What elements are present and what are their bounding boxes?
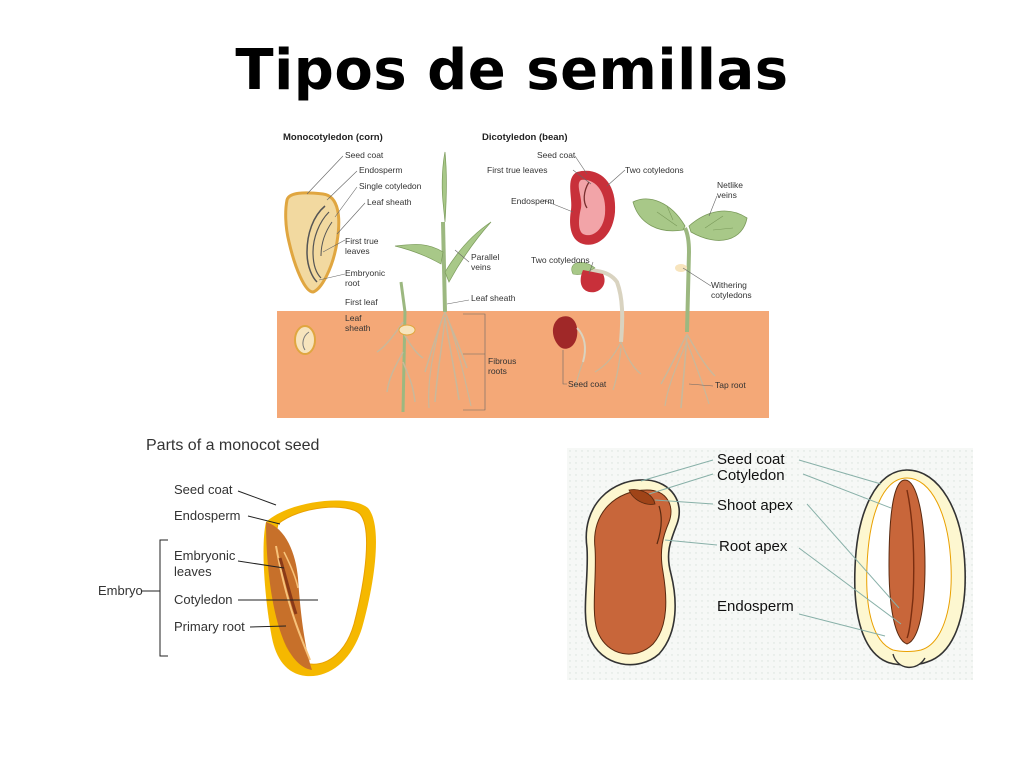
- monocot-label-seed-coat: Seed coat: [174, 482, 233, 497]
- bean-label-seed-coat-2: Seed coat: [568, 379, 607, 389]
- bean-label-tap-root: Tap root: [715, 380, 746, 390]
- corn-kernel-in-soil: [294, 325, 316, 355]
- tall-bean-leader-lines: [682, 195, 718, 387]
- corn-label-first-leaf: First leaf: [345, 297, 378, 307]
- corn-label-leaf-sheath: Leaf sheath: [367, 197, 412, 207]
- monocot-seed-diagram: Parts of a monocot seed Seed coat Endosp…: [98, 437, 376, 677]
- corn-label-fibrous-2: roots: [488, 366, 507, 376]
- bean-label-endosperm: Endosperm: [511, 196, 554, 206]
- monocot-seed-leader-lines: [142, 490, 318, 657]
- bean-label-withering-1: Withering: [711, 280, 747, 290]
- bean-in-soil: [552, 316, 586, 389]
- bean-leader-seed-coat-2: [562, 350, 567, 385]
- corn-seedling-leader-lines: [446, 249, 486, 411]
- bean-label-withering-2: cotyledons: [711, 290, 752, 300]
- germination-diagram: Monocotyledon (corn) Dicotyledon (bean) …: [277, 122, 769, 418]
- corn-label-parallel-2: veins: [471, 262, 491, 272]
- monocot-label-endosperm: Endosperm: [174, 508, 240, 523]
- bean-label-netlike-2: veins: [717, 190, 737, 200]
- bean-seed: [570, 170, 616, 245]
- monocot-label-embryonic-2: leaves: [174, 564, 212, 579]
- corn-seedling-small: [376, 281, 424, 413]
- corn-label-parallel-1: Parallel: [471, 252, 499, 262]
- monocot-kernel: [263, 500, 376, 677]
- bean-leader-two-cotyledons-2: [588, 261, 594, 275]
- bean-part-seed-coat: Seed coat: [717, 451, 785, 468]
- page-title: Tipos de semillas: [235, 38, 789, 103]
- corn-label-seed-coat: Seed coat: [345, 150, 384, 160]
- corn-label-leaf-sheath-3: Leaf sheath: [471, 293, 516, 303]
- bean-side-view: [584, 479, 681, 666]
- corn-label-first-true-2: leaves: [345, 246, 370, 256]
- corn-label-leaf-sheath-2b: sheath: [345, 323, 371, 333]
- corn-label-fibrous-1: Fibrous: [488, 356, 516, 366]
- bean-label-two-cotyledons-2: Two cotyledons: [531, 255, 590, 265]
- bean-seed-leader-lines: [640, 459, 902, 637]
- bean-label-first-true-leaves: First true leaves: [487, 165, 547, 175]
- corn-seedling-large: [394, 151, 492, 409]
- monocot-header: Monocotyledon (corn): [283, 132, 383, 143]
- bean-part-cotyledon: Cotyledon: [717, 467, 785, 484]
- bean-seedling-tall: [632, 198, 748, 409]
- corn-label-embryonic-2: root: [345, 278, 360, 288]
- bean-seedling-small: [571, 262, 642, 391]
- corn-kernel: [284, 191, 341, 294]
- bean-leader-lines: [542, 155, 626, 213]
- dicot-header: Dicotyledon (bean): [482, 132, 568, 143]
- monocot-label-primary-root: Primary root: [174, 619, 245, 634]
- bean-front-view: [853, 469, 966, 668]
- bean-part-root-apex: Root apex: [719, 538, 788, 555]
- bean-label-two-cotyledons: Two cotyledons: [625, 165, 684, 175]
- bean-label-netlike-1: Netlike: [717, 180, 743, 190]
- monocot-label-embryonic-1: Embryonic: [174, 548, 236, 563]
- bean-part-endosperm: Endosperm: [717, 598, 794, 615]
- bean-label-seed-coat: Seed coat: [537, 150, 576, 160]
- monocot-seed-title: Parts of a monocot seed: [146, 437, 319, 454]
- monocot-label-cotyledon: Cotyledon: [174, 592, 233, 607]
- monocot-label-embryo: Embryo: [98, 583, 143, 598]
- corn-label-first-true-1: First true: [345, 236, 379, 246]
- bean-part-shoot-apex: Shoot apex: [717, 497, 793, 514]
- bean-seed-diagram: Seed coat Cotyledon Shoot apex Root apex…: [567, 448, 973, 680]
- corn-label-single-cotyledon: Single cotyledon: [359, 181, 422, 191]
- corn-label-leaf-sheath-2a: Leaf: [345, 313, 362, 323]
- corn-label-embryonic-1: Embryonic: [345, 268, 386, 278]
- corn-label-endosperm: Endosperm: [359, 165, 402, 175]
- corn-leader-lines: [306, 155, 366, 281]
